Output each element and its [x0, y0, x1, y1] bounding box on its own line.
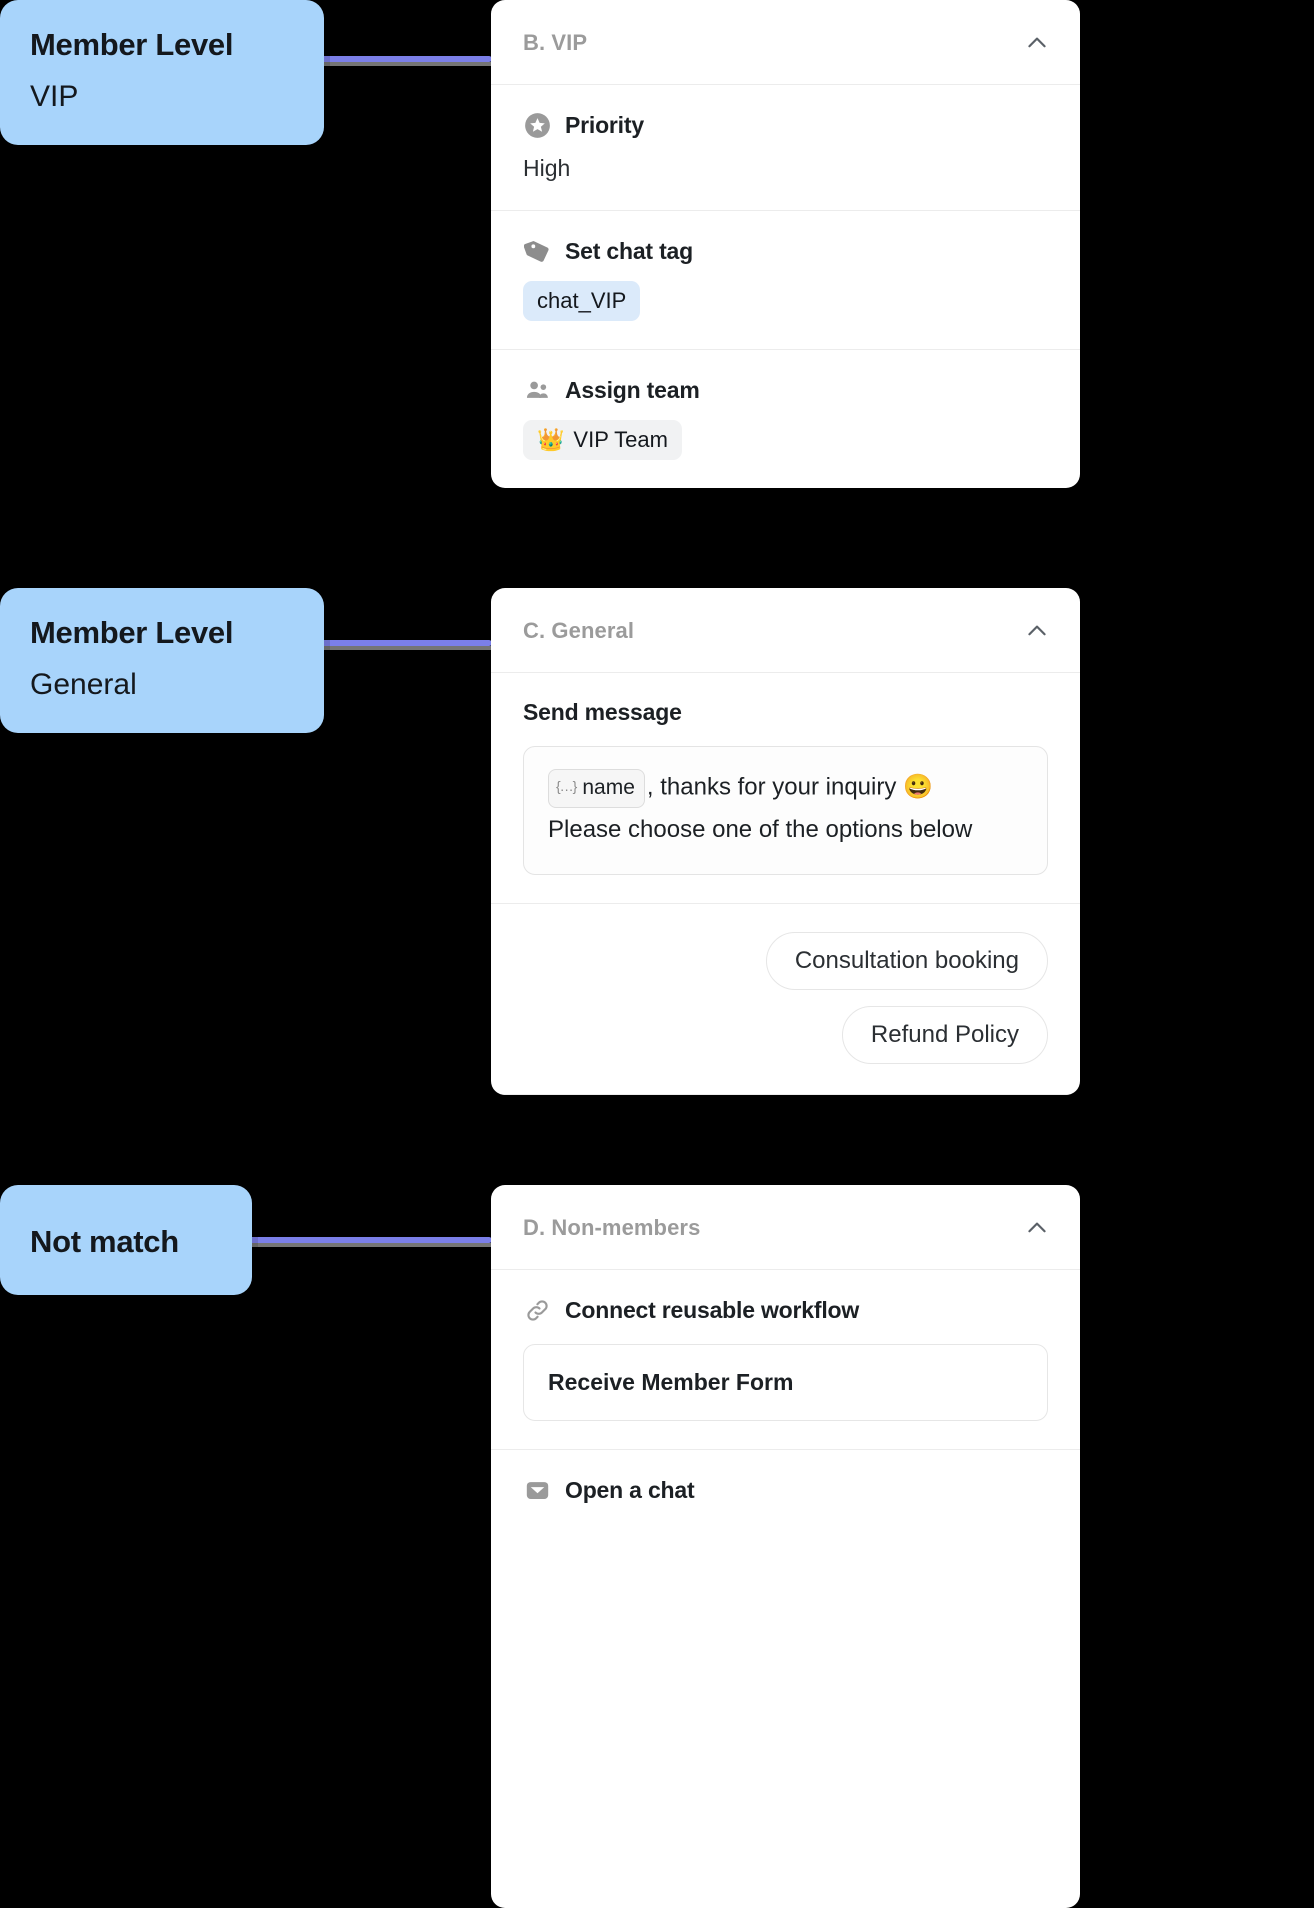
braces-icon: {…} — [556, 778, 577, 795]
crown-icon: 👑 — [537, 427, 565, 452]
action-card-vip: B. VIP Priority High — [491, 0, 1080, 488]
chevron-up-icon[interactable] — [1024, 618, 1050, 644]
card-title: B. VIP — [523, 30, 588, 55]
tag-icon — [523, 237, 551, 265]
edge-vip — [320, 56, 492, 66]
quick-replies: Consultation booking Refund Policy — [491, 904, 1080, 1095]
priority-value: High — [523, 155, 571, 181]
section-label: Open a chat — [565, 1476, 695, 1503]
people-icon — [523, 376, 551, 404]
section-label: Set chat tag — [565, 237, 693, 264]
card-header-general[interactable]: C. General — [491, 588, 1080, 673]
edge-notmatch — [248, 1237, 492, 1247]
message-line-1: {…} name , thanks for your inquiry 😀 — [548, 769, 1023, 808]
section-set-chat-tag[interactable]: Set chat tag chat_VIP — [491, 211, 1080, 350]
chat-tag-badge[interactable]: chat_VIP — [523, 281, 641, 321]
card-title: D. Non-members — [523, 1215, 701, 1240]
section-open-a-chat[interactable]: Open a chat — [491, 1450, 1080, 1532]
condition-node-vip[interactable]: Member Level VIP — [0, 0, 324, 145]
section-label: Connect reusable workflow — [565, 1296, 860, 1323]
section-priority[interactable]: Priority High — [491, 85, 1080, 211]
quick-reply-refund-policy[interactable]: Refund Policy — [841, 1005, 1048, 1064]
link-icon — [523, 1296, 551, 1324]
message-text-after-chip: , thanks for your inquiry 😀 — [646, 773, 933, 801]
action-card-general: C. General Send message {…} name , thank… — [491, 588, 1080, 1095]
condition-title: Member Level — [30, 27, 234, 62]
section-label: Assign team — [565, 376, 700, 403]
card-header-non-members[interactable]: D. Non-members — [491, 1185, 1080, 1270]
variable-chip-label: name — [582, 776, 635, 799]
chat-box-icon — [523, 1476, 551, 1504]
section-label: Send message — [523, 699, 682, 725]
condition-title: Not match — [30, 1224, 179, 1259]
section-label: Priority — [565, 111, 644, 138]
card-title: C. General — [523, 618, 635, 643]
section-assign-team[interactable]: Assign team 👑 VIP Team — [491, 350, 1080, 488]
assign-team-badge[interactable]: 👑 VIP Team — [523, 420, 682, 460]
condition-node-not-match[interactable]: Not match — [0, 1185, 252, 1295]
section-send-message[interactable]: Send message {…} name , thanks for your … — [491, 673, 1080, 904]
message-line-2: Please choose one of the options below — [548, 815, 973, 843]
assign-team-label: VIP Team — [573, 427, 668, 452]
condition-value: General — [30, 667, 137, 701]
chat-tag-label: chat_VIP — [537, 288, 627, 313]
edge-general — [320, 640, 492, 650]
condition-value: VIP — [30, 79, 79, 113]
message-composer[interactable]: {…} name , thanks for your inquiry 😀 Ple… — [523, 746, 1048, 875]
condition-title: Member Level — [30, 615, 234, 650]
chevron-up-icon[interactable] — [1024, 30, 1050, 56]
variable-chip-name[interactable]: {…} name — [548, 769, 645, 808]
section-connect-workflow[interactable]: Connect reusable workflow Receive Member… — [491, 1270, 1080, 1450]
workflow-selector[interactable]: Receive Member Form — [523, 1344, 1048, 1421]
action-card-non-members: D. Non-members Connect reusable workflow… — [491, 1185, 1080, 1908]
star-badge-icon — [523, 111, 551, 139]
condition-node-general[interactable]: Member Level General — [0, 588, 324, 733]
card-header-vip[interactable]: B. VIP — [491, 0, 1080, 85]
chevron-up-icon[interactable] — [1024, 1215, 1050, 1241]
quick-reply-consultation-booking[interactable]: Consultation booking — [765, 931, 1048, 990]
